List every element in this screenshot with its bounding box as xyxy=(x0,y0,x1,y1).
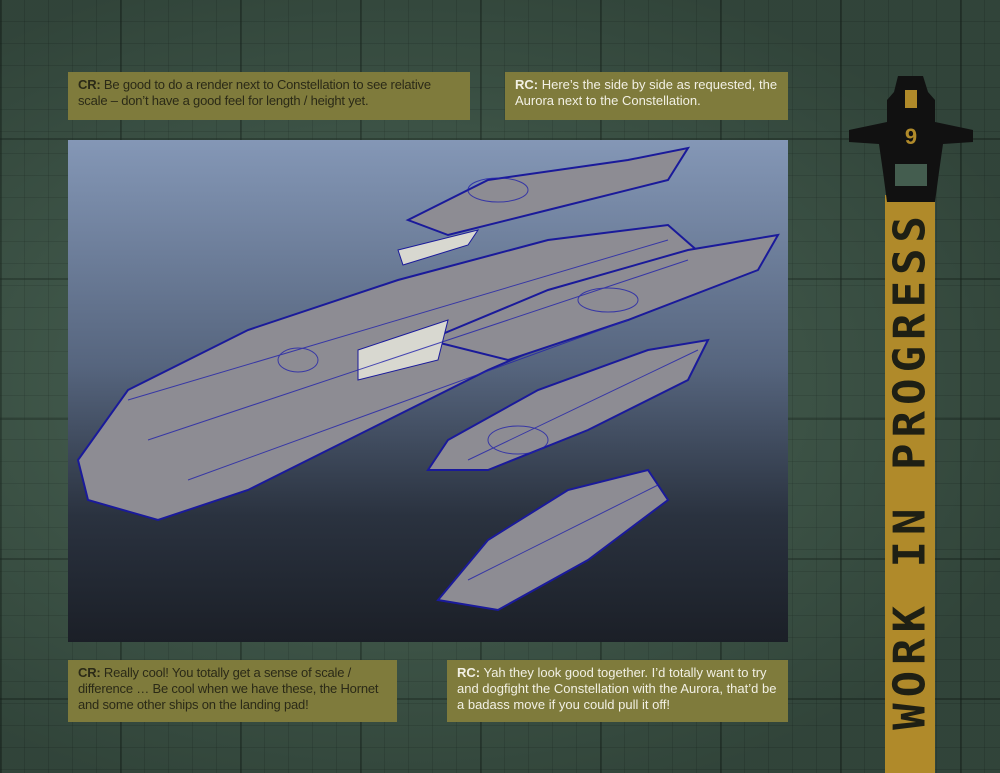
caption-speaker: RC: xyxy=(515,77,539,92)
ship-silhouette-icon: 9 xyxy=(849,76,973,202)
issue-number: 9 xyxy=(905,124,917,149)
caption-text: Really cool! You totally get a sense of … xyxy=(78,665,379,712)
caption-rc-2: RC: Yah they look good together. I’d tot… xyxy=(447,660,788,722)
caption-speaker: CR: xyxy=(78,77,101,92)
caption-rc-1: RC: Here’s the side by side as requested… xyxy=(505,72,788,120)
section-sidebar-bar xyxy=(885,195,935,773)
caption-text: Yah they look good together. I’d totally… xyxy=(457,665,777,712)
caption-speaker: RC: xyxy=(457,665,481,680)
constellation-aurora-wireframe xyxy=(76,146,780,612)
caption-cr-2: CR: Really cool! You totally get a sense… xyxy=(68,660,397,722)
caption-speaker: CR: xyxy=(78,665,101,680)
ship-render-image xyxy=(68,140,788,642)
caption-text: Here’s the side by side as requested, th… xyxy=(515,77,778,108)
section-title: WORK IN PROGRESS xyxy=(884,210,936,730)
caption-cr-1: CR: Be good to do a render next to Const… xyxy=(68,72,470,120)
caption-text: Be good to do a render next to Constella… xyxy=(78,77,431,108)
